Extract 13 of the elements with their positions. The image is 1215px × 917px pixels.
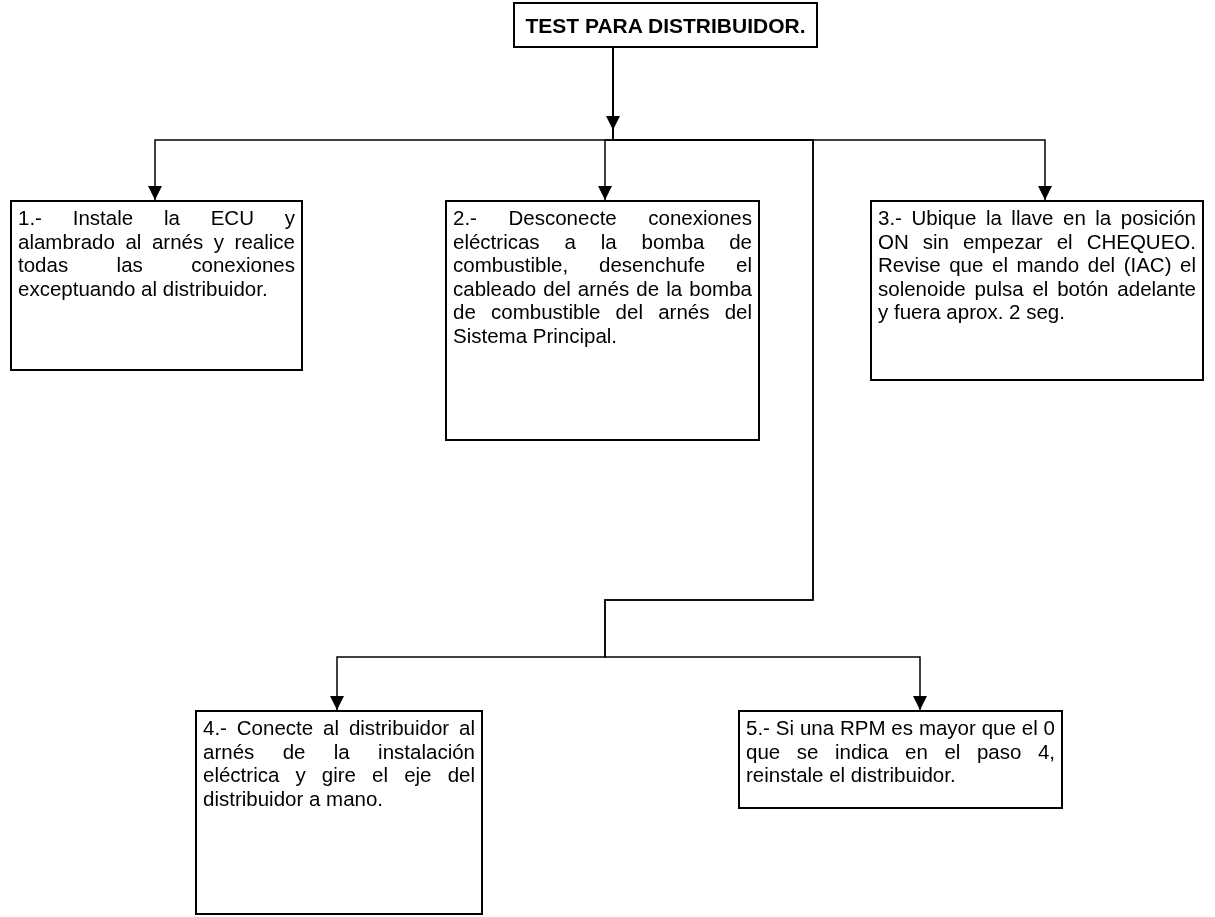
process-box	[195, 710, 483, 915]
step-text: 3.- Ubique la llave en la posición ON sin empezar el CHEQUEO. Revise que el mando del (IAC) el solenoide pulsa el botón adelante y fuera aprox. 2 seg.	[877, 205, 1197, 325]
step-text: 1.- Instale la ECU y alambrado al arnés y realice todas las conexiones exceptuando al distribuidor.	[17, 205, 296, 302]
step-text: 2.- Desconecte conexiones eléctricas a la bomba de combustible, desenchufe el cableado del arnés de la bomba de combustible del arnés del Sistema Principal.	[452, 205, 753, 349]
process-box	[10, 200, 303, 371]
trunk-arrow	[606, 47, 620, 131]
title-text: TEST PARA DISTRIBUIDOR.	[524, 13, 807, 39]
step-text: 5.- Si una RPM es mayor que el 0 que se indica en el paso 4, reinstale el distribuidor.	[745, 715, 1056, 788]
step-text: 4.- Conecte al distribuidor al arnés de la instalación eléctrica y gire el eje del distribuidor a mano.	[202, 715, 476, 812]
title-box	[513, 2, 818, 48]
process-box	[738, 710, 1063, 809]
process-box	[445, 200, 760, 441]
process-box	[870, 200, 1204, 381]
